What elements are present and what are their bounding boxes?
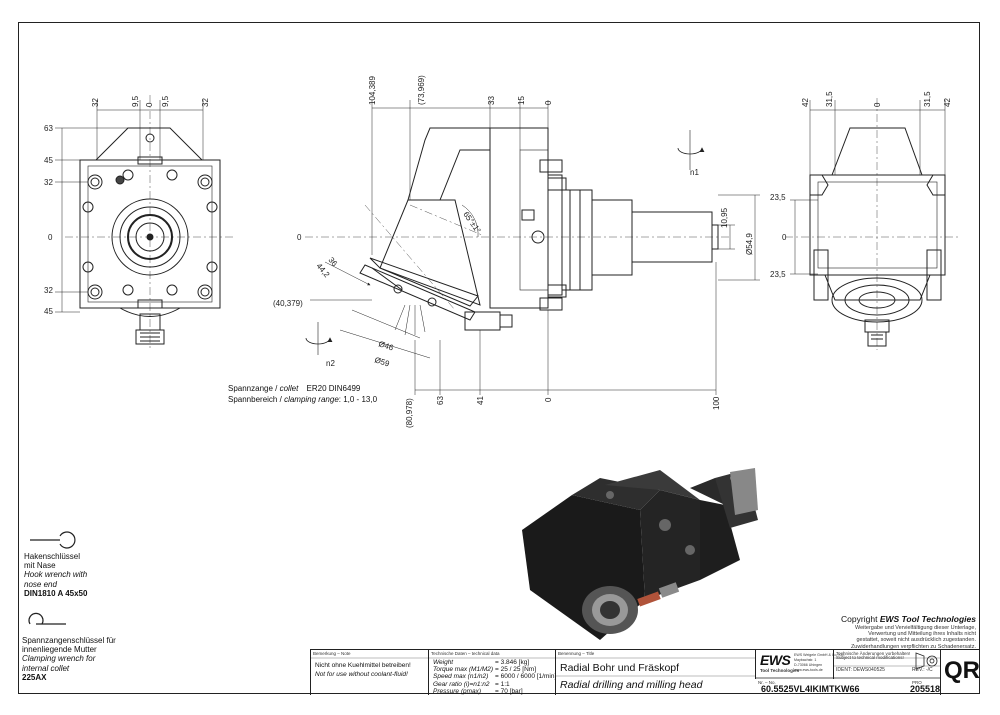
- svg-text:100: 100: [712, 396, 721, 410]
- qr-label: QR: [944, 657, 980, 684]
- svg-text:0: 0: [48, 233, 53, 242]
- svg-text:32: 32: [44, 286, 53, 295]
- svg-text:32: 32: [201, 98, 210, 107]
- title-cell: Benennung – Title Radial Bohr und Fräsko…: [555, 650, 755, 695]
- hook-wrench-text: Hakenschlüssel mit Nase Hook wrench with…: [24, 552, 88, 598]
- rear-view: [785, 98, 960, 350]
- front-view: [55, 95, 235, 350]
- svg-text:45: 45: [44, 156, 53, 165]
- svg-text:23,5: 23,5: [770, 193, 786, 202]
- front-view-dims: 32 9,5 0 9,5 32 63 45 32 0 32 45: [44, 95, 210, 316]
- clamping-wrench-icon: [28, 612, 66, 625]
- svg-text:45: 45: [44, 307, 53, 316]
- svg-text:0: 0: [145, 102, 154, 107]
- logo-cell: EWS Tool Technologies EWS Weigele GmbH &…: [755, 650, 844, 679]
- title-block-lines: [310, 657, 940, 679]
- svg-text:(80,978): (80,978): [405, 398, 414, 428]
- svg-text:32: 32: [91, 98, 100, 107]
- svg-text:63: 63: [44, 124, 53, 133]
- copyright-note: Copyright EWS Tool Technologies Weiterga…: [841, 614, 976, 650]
- ews-logo: EWS: [760, 652, 791, 668]
- svg-text:(73,969): (73,969): [417, 75, 426, 105]
- qr-cell: QR: [940, 650, 980, 695]
- svg-text:(40,379): (40,379): [273, 299, 303, 308]
- technical-data-cell: Technische Daten – technical data Weight…: [428, 650, 556, 695]
- clamping-range: Spannbereich / clamping range: 1,0 - 13,…: [228, 395, 378, 404]
- svg-text:Ø54,9: Ø54,9: [745, 233, 754, 255]
- svg-text:31,5: 31,5: [825, 91, 834, 107]
- svg-text:41: 41: [476, 396, 485, 405]
- svg-text:65°±1°: 65°±1°: [461, 210, 482, 235]
- title-block: Bemerkung – Note Nicht ohne Kuehlmittel …: [310, 649, 980, 695]
- svg-text:9,5: 9,5: [161, 95, 170, 107]
- svg-text:63: 63: [436, 396, 445, 405]
- isometric-render: [522, 468, 758, 640]
- svg-text:0: 0: [782, 233, 787, 242]
- title-en: Radial drilling and milling head: [560, 679, 703, 691]
- projection-symbol-icon: [915, 652, 938, 670]
- rear-view-dims: 42 31,5 0 31,5 42 23,5 0 23,5: [770, 91, 952, 279]
- svg-text:Ø46: Ø46: [377, 339, 395, 352]
- svg-text:104,389: 104,389: [368, 76, 377, 105]
- hook-wrench-icon: [30, 531, 76, 549]
- clamping-wrench-text: Spannzangenschlüssel für innenliegende M…: [22, 636, 116, 682]
- svg-text:0: 0: [873, 102, 882, 107]
- drawing-frame: [18, 22, 980, 694]
- svg-text:n1: n1: [690, 168, 699, 177]
- title-de: Radial Bohr und Fräskopf: [560, 662, 680, 674]
- svg-text:n2: n2: [326, 359, 335, 368]
- svg-text:0: 0: [544, 397, 553, 402]
- svg-text:31,5: 31,5: [923, 91, 932, 107]
- svg-text:36: 36: [326, 256, 339, 269]
- svg-text:42: 42: [801, 98, 810, 107]
- order-number: 205518: [910, 684, 941, 694]
- svg-text:0: 0: [297, 233, 302, 242]
- svg-text:33: 33: [487, 96, 496, 105]
- svg-text:Ø59: Ø59: [373, 355, 391, 368]
- change-note-cell: Technische Änderungen vorbehalten! Subje…: [833, 650, 940, 679]
- svg-text:9,5: 9,5: [131, 95, 140, 107]
- svg-text:10,95: 10,95: [720, 207, 729, 228]
- remark-cell: Bemerkung – Note Nicht ohne Kuehlmittel …: [310, 650, 428, 695]
- side-view: [305, 100, 760, 395]
- svg-text:42: 42: [943, 98, 952, 107]
- svg-text:0: 0: [544, 100, 553, 105]
- part-number: 60.5525VL4IKIMTKW66: [761, 684, 860, 694]
- svg-text:23,5: 23,5: [770, 270, 786, 279]
- svg-text:32: 32: [44, 178, 53, 187]
- svg-text:15: 15: [517, 96, 526, 105]
- collet-spec: Spannzange / collet ER20 DIN6499: [228, 384, 361, 393]
